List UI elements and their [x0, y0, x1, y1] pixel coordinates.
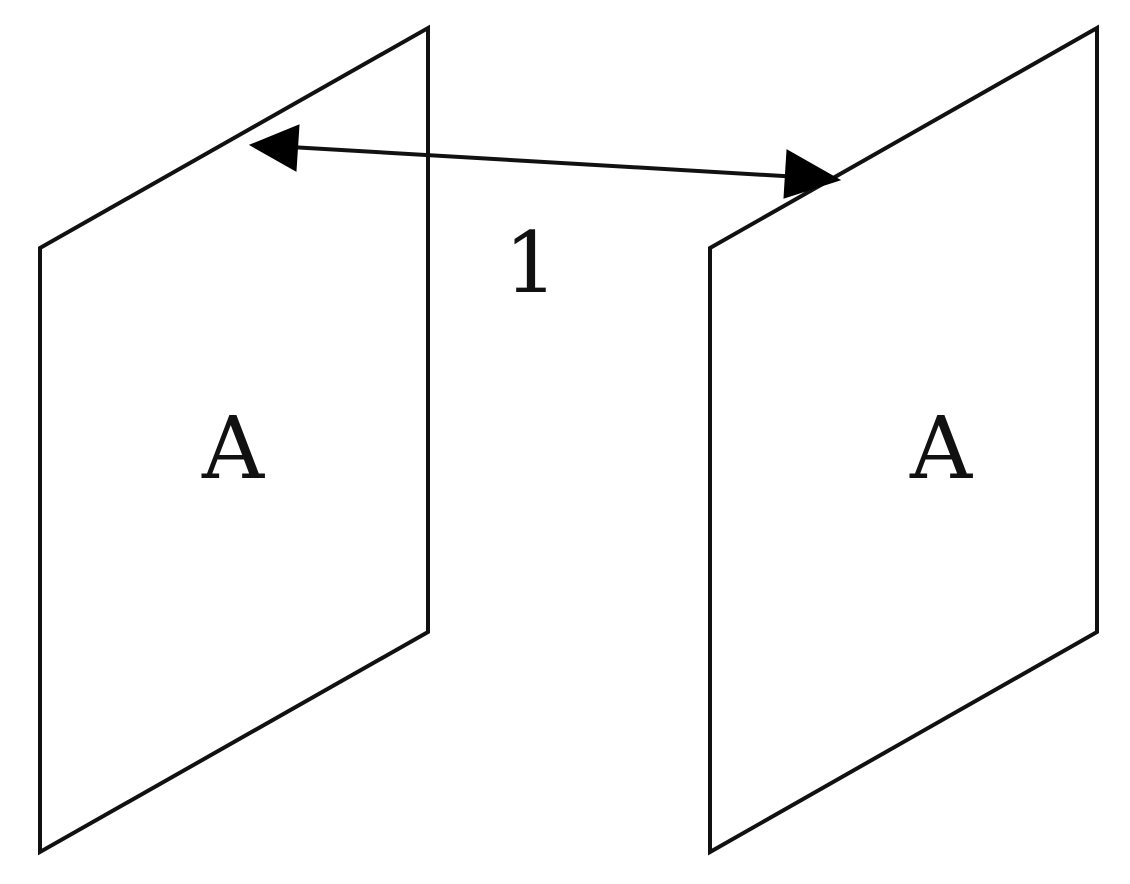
left-plate-label: A — [201, 399, 265, 499]
right-plate-label: A — [909, 399, 973, 499]
right-plate: A — [708, 24, 1099, 856]
separation-arrow-line — [289, 145, 801, 179]
left-plate-outline — [38, 24, 430, 856]
separation-label: 1 — [504, 214, 557, 312]
left-plate: A — [38, 24, 430, 856]
separation-arrow — [248, 124, 842, 199]
arrowhead-right — [783, 149, 842, 199]
right-plate-outline — [708, 24, 1099, 856]
arrowhead-left — [248, 124, 300, 172]
